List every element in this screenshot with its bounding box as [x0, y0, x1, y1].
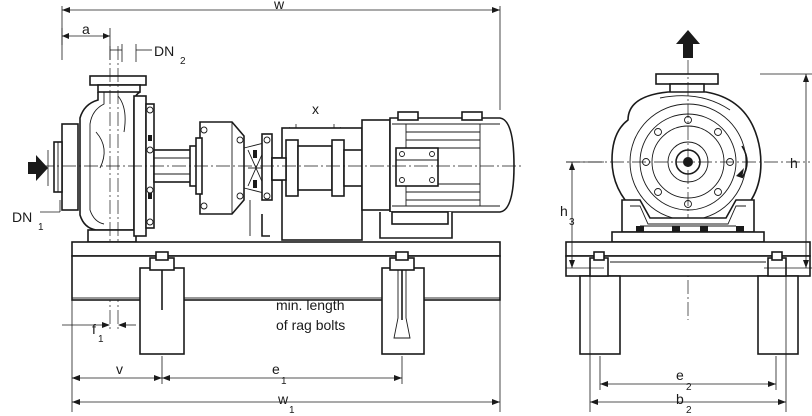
- front-base: [565, 241, 811, 277]
- discharge-arrow-icon: [676, 30, 700, 58]
- dim-a: [61, 28, 111, 60]
- dim-h3: [566, 161, 604, 269]
- label-f1-sub: 1: [98, 334, 104, 345]
- label-e1-sub: 1: [281, 376, 287, 387]
- foundation-block: [71, 241, 501, 299]
- side-view: min. length of rag bolts: [28, 6, 522, 412]
- dim-h: [760, 73, 812, 269]
- label-h3: h: [560, 203, 568, 219]
- rag-bolt-right: [381, 251, 425, 355]
- front-support: [611, 199, 765, 243]
- label-f1: f: [92, 321, 96, 337]
- label-h: h: [790, 155, 798, 171]
- label-w: w: [273, 0, 285, 12]
- motor: [361, 111, 515, 239]
- spacer-coupling: [271, 127, 363, 241]
- rag-bolt-left: [139, 251, 185, 355]
- base-plate: [71, 241, 501, 301]
- front-rag-bolt-left: [579, 251, 621, 355]
- dim-f1: [62, 322, 136, 328]
- rag-bolt-note: min. length of rag bolts: [276, 297, 345, 333]
- note-line-2: of rag bolts: [276, 317, 345, 333]
- label-b2: b: [676, 391, 684, 407]
- pump-casing: [53, 75, 155, 243]
- rotation-arrow-icon: [736, 168, 744, 178]
- label-dn2-sub: 2: [180, 56, 186, 67]
- front-discharge-flange: [655, 73, 719, 85]
- label-b2-sub: 2: [686, 405, 692, 416]
- dim-bottom-front: [589, 276, 787, 412]
- note-line-1: min. length: [276, 297, 344, 313]
- label-dn2: DN: [154, 43, 174, 59]
- label-e1: e: [272, 361, 280, 377]
- dim-w: [61, 6, 501, 110]
- label-e2: e: [676, 367, 684, 383]
- suction-arrow-icon: [28, 155, 48, 181]
- label-h3-sub: 3: [569, 217, 575, 228]
- dn1-leader: [40, 150, 61, 213]
- dimension-labels: w a DN 2 x DN 1 f 1 v e 1 w 1 h h 3 e 2 …: [12, 0, 798, 416]
- dn2-leader: [110, 44, 152, 62]
- label-w1: w: [277, 391, 289, 407]
- label-v: v: [116, 361, 123, 377]
- label-dn1: DN: [12, 209, 32, 225]
- front-rag-bolt-right: [757, 251, 799, 355]
- label-e2-sub: 2: [686, 382, 692, 393]
- front-view: [565, 30, 812, 412]
- label-dn1-sub: 1: [38, 222, 44, 233]
- dim-bottom-side: [71, 300, 501, 412]
- coupling-guard: [195, 121, 273, 237]
- label-a: a: [82, 21, 90, 37]
- label-x: x: [312, 101, 319, 117]
- label-w1-sub: 1: [289, 405, 295, 416]
